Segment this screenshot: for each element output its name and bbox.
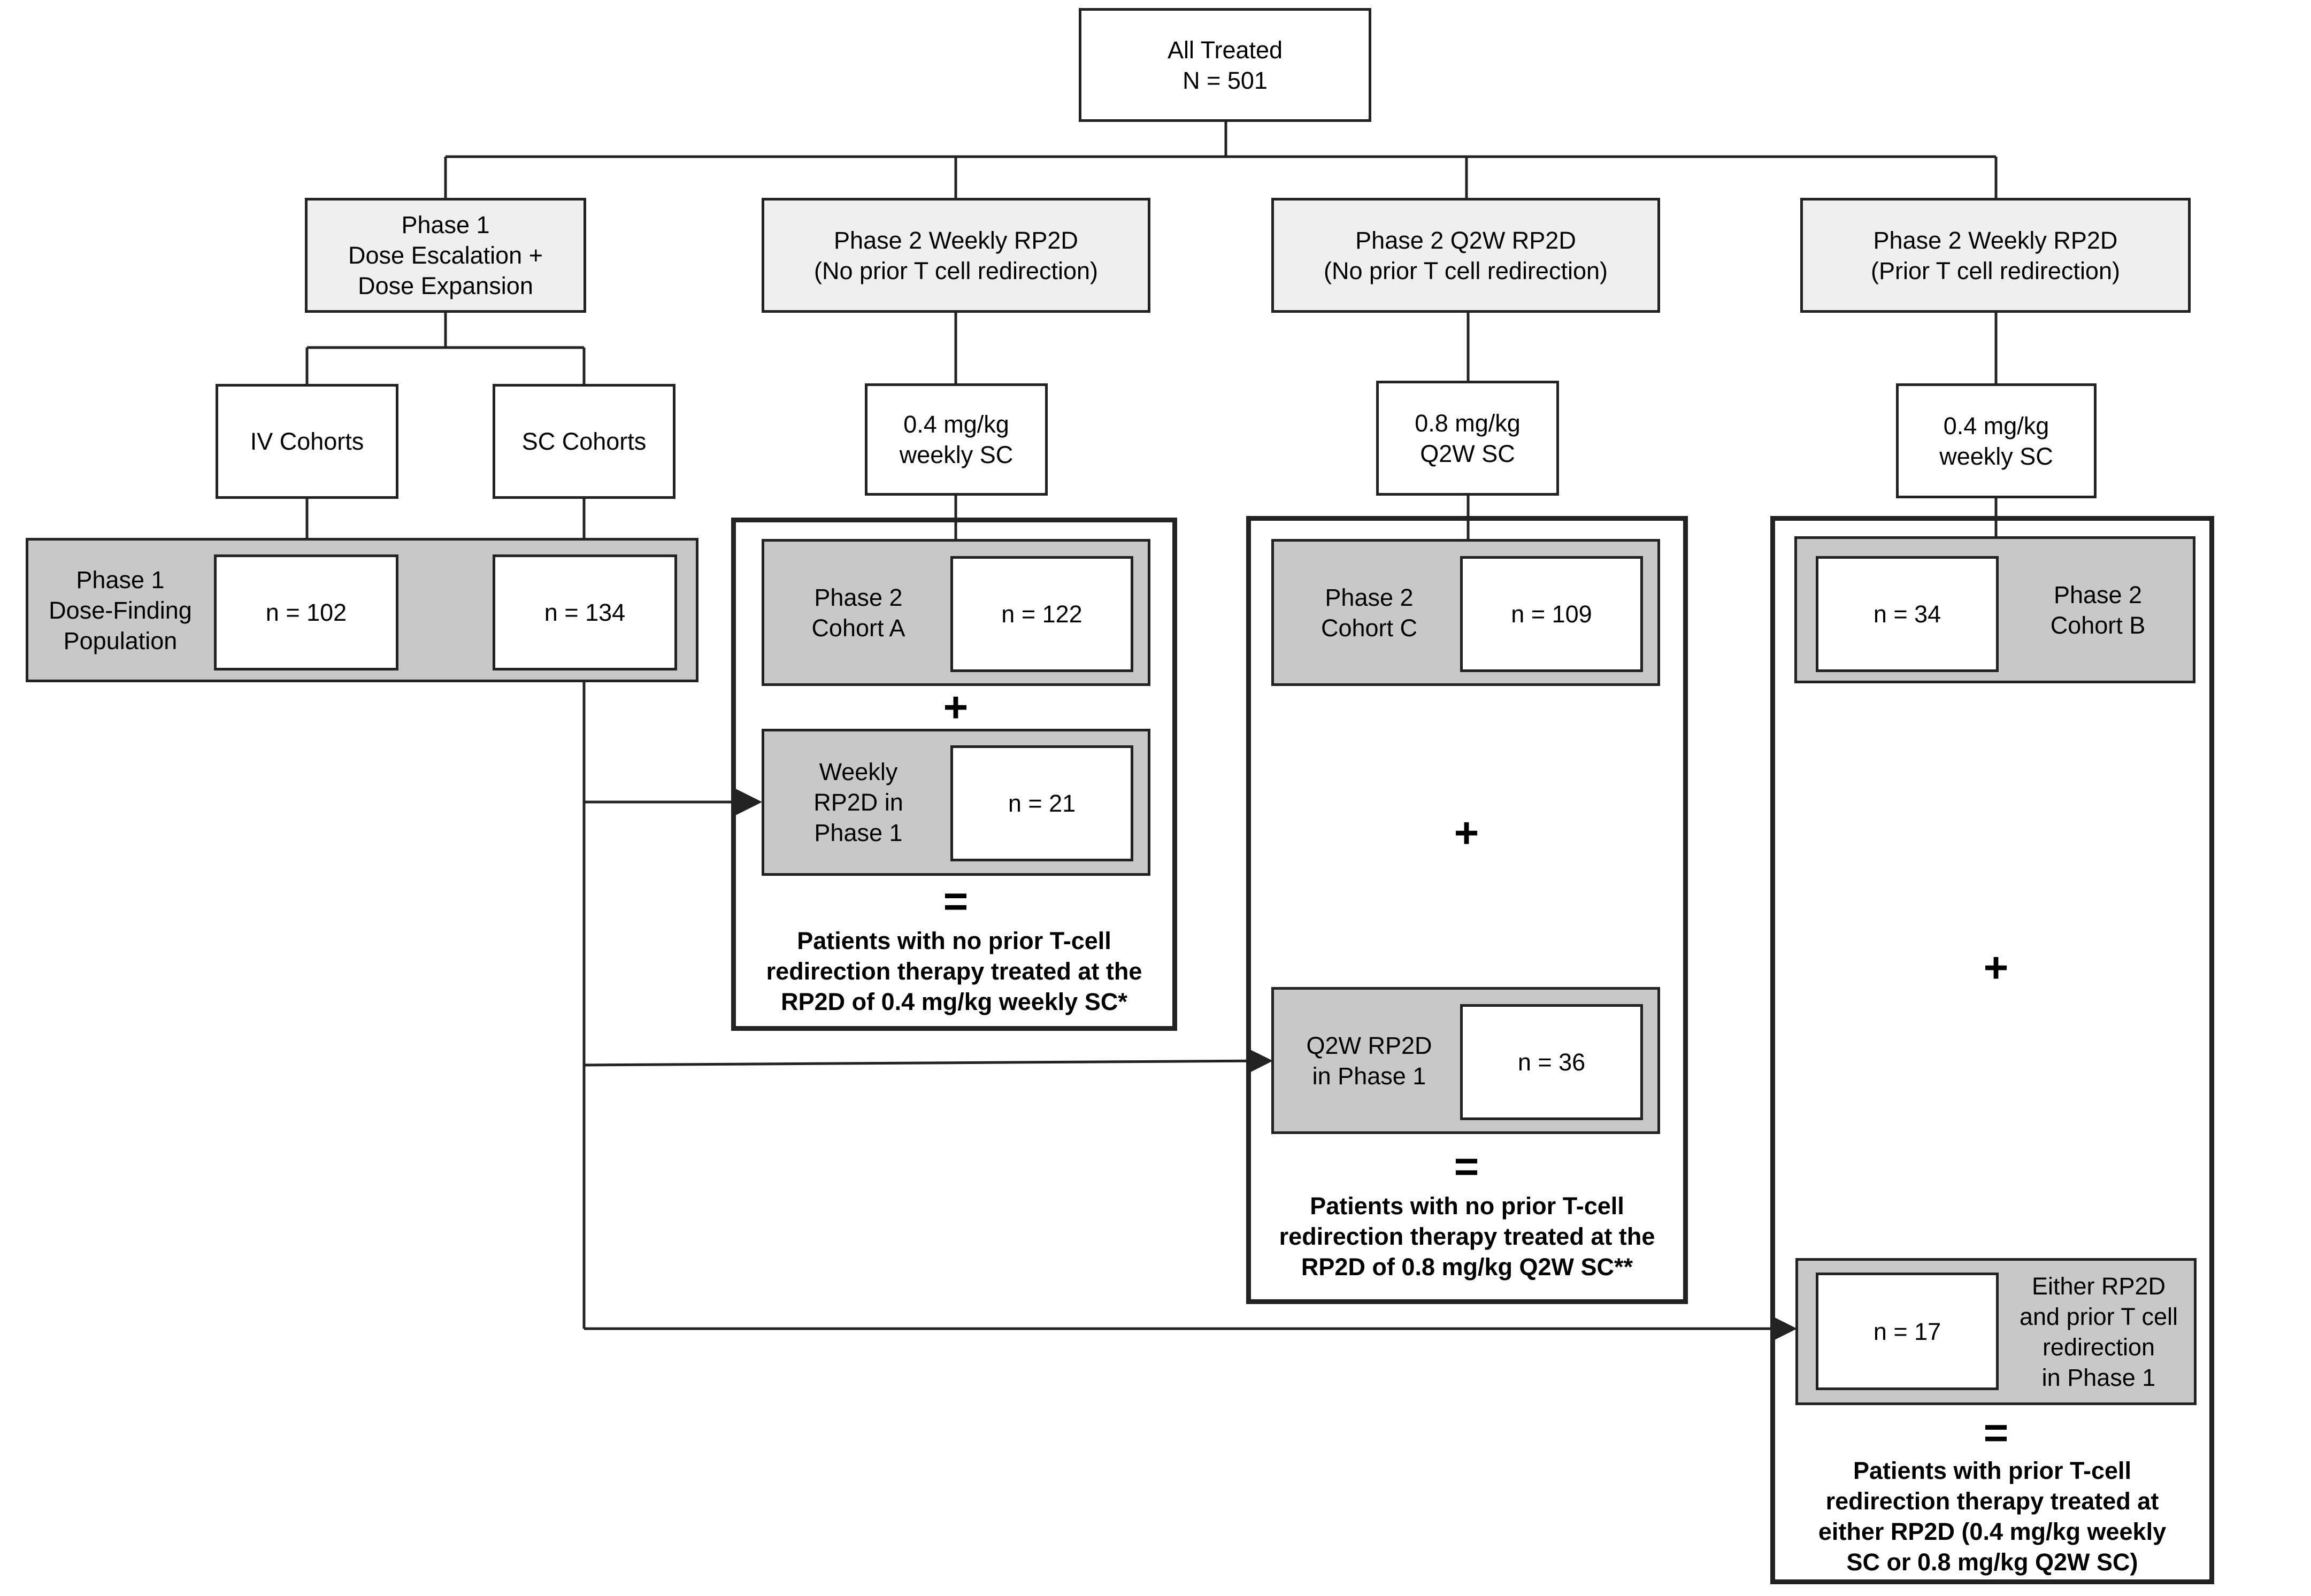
q2w-p1-label: Q2W RP2D in Phase 1 (1306, 1031, 1432, 1090)
group-c-result: Patients with no prior T-cell redirectio… (1279, 1192, 1655, 1281)
plus-sign-a: + (943, 683, 969, 731)
group-c-frame (1246, 516, 1688, 1304)
group-a-frame (731, 518, 1177, 1031)
plus-sign-c: + (1454, 809, 1479, 857)
dose-finding-label: Phase 1 Dose-Finding Population (49, 566, 192, 654)
q2w-p1-n-box: n = 36 (1460, 1004, 1643, 1120)
dose-q2w-box: 0.8 mg/kg Q2W SC (1376, 381, 1559, 496)
weekly-p1-label: Weekly RP2D in Phase 1 (813, 758, 903, 846)
equals-sign-c: = (1454, 1143, 1479, 1190)
cohort-b-n-box: n = 34 (1816, 556, 1999, 672)
group-a-result: Patients with no prior T-cell redirectio… (766, 927, 1142, 1015)
phase2-weekly-noprior-header-box: Phase 2 Weekly RP2D (No prior T cell red… (762, 198, 1150, 313)
equals-sign-a: = (943, 877, 969, 925)
plus-sign-b: + (1983, 944, 2009, 991)
cohort-a-label: Phase 2 Cohort A (811, 583, 905, 642)
phase2-weekly-prior-header-box: Phase 2 Weekly RP2D (Prior T cell redire… (1800, 198, 2191, 313)
dose-weekly-b-box: 0.4 mg/kg weekly SC (1896, 383, 2097, 498)
either-p1-label: Either RP2D and prior T cell redirection… (2020, 1272, 2178, 1391)
arrow-to-q2w-p1 (583, 1047, 1273, 1075)
iv-cohorts-box: IV Cohorts (216, 384, 398, 499)
cohort-a-n-box: n = 122 (950, 556, 1133, 672)
dose-weekly-a-box: 0.4 mg/kg weekly SC (865, 383, 1048, 496)
iv-n-box: n = 102 (214, 554, 398, 670)
cohort-c-label: Phase 2 Cohort C (1320, 583, 1418, 642)
all-treated-box: All Treated N = 501 (1079, 8, 1371, 122)
equals-sign-b: = (1983, 1409, 2009, 1456)
phase1-header-box: Phase 1 Dose Escalation + Dose Expansion (305, 198, 586, 313)
weekly-p1-n-box: n = 21 (950, 745, 1133, 861)
sc-n-box: n = 134 (493, 554, 677, 670)
either-p1-n-box: n = 17 (1816, 1273, 1999, 1390)
cohort-c-n-box: n = 109 (1460, 556, 1643, 672)
group-b-result: Patients with prior T-cell redirection t… (1818, 1457, 2167, 1576)
phase2-q2w-noprior-header-box: Phase 2 Q2W RP2D (No prior T cell redire… (1271, 198, 1660, 313)
cohort-b-label: Phase 2 Cohort B (2050, 581, 2146, 639)
group-b-frame (1770, 516, 2214, 1584)
sc-cohorts-box: SC Cohorts (493, 384, 675, 499)
